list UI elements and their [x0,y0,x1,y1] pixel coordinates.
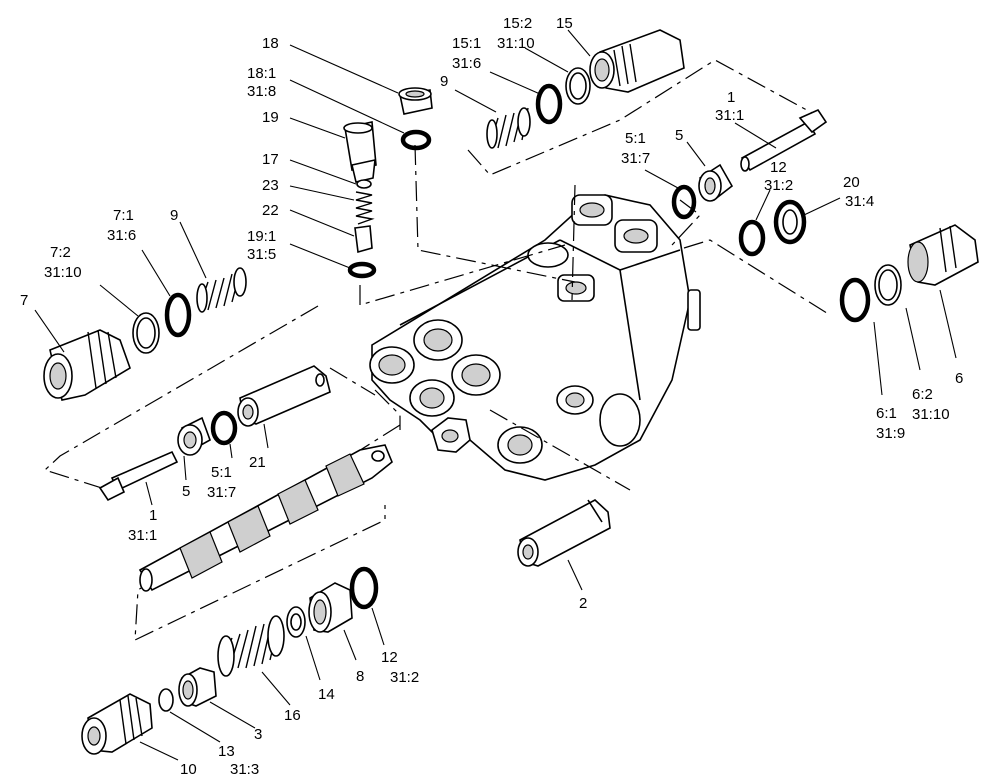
part-19-1-oring [347,261,377,279]
label-7-2: 7:2 [50,244,71,261]
part-5-bushing-lower [177,416,211,456]
part-15-plug [589,29,685,93]
label-19: 19 [262,109,279,126]
label-10: 10 [180,761,197,778]
label-31-6-lower: 31:6 [107,227,136,244]
label-13: 13 [218,743,235,760]
label-5-1-lower: 5:1 [211,464,232,481]
label-12-upper: 12 [770,159,787,176]
label-22: 22 [262,202,279,219]
label-31-1-lower: 31:1 [128,527,157,544]
part-10-cap [81,693,153,755]
label-31-10-lower: 31:10 [44,264,82,281]
label-15-2: 15:2 [503,15,532,32]
label-31-4: 31:4 [845,193,874,210]
label-14: 14 [318,686,335,703]
part-16-spring [217,615,285,677]
valve-body [369,194,701,481]
part-18-plug [398,87,433,115]
label-3: 3 [254,726,262,743]
part-9-spring-lower [196,267,247,313]
label-7-1: 7:1 [113,207,134,224]
label-31-9: 31:9 [876,425,905,442]
part-15-2-ring [565,67,591,105]
label-6-1: 6:1 [876,405,897,422]
label-12-lower: 12 [381,649,398,666]
part-14-washer [286,606,306,638]
label-1-upper: 1 [727,89,735,106]
label-16: 16 [284,707,301,724]
label-31-10-right: 31:10 [912,406,950,423]
part-21-sleeve [237,365,331,427]
label-18: 18 [262,35,279,52]
part-13-oring [158,688,174,712]
part-12-oring-lower [349,566,379,610]
part-12-oring-upper [738,219,766,257]
part-23-spring [355,191,375,225]
part-2-plunger [517,499,611,567]
part-6-2-ring [874,264,902,306]
label-23: 23 [262,177,279,194]
label-2: 2 [579,595,587,612]
label-31-7-lower: 31:7 [207,484,236,501]
label-6: 6 [955,370,963,387]
label-19-1: 19:1 [247,228,276,245]
label-5-upper: 5 [675,127,683,144]
label-5-1-upper: 5:1 [625,130,646,147]
part-5-bushing-upper [698,163,734,202]
label-1-lower: 1 [149,507,157,524]
label-31-8: 31:8 [247,83,276,100]
label-8: 8 [356,668,364,685]
part-17-ball [356,179,372,189]
part-3-cup [178,667,217,707]
label-15: 15 [556,15,573,32]
part-15-1-oring [535,83,563,125]
label-7: 7 [20,292,28,309]
label-5-lower: 5 [182,483,190,500]
label-15-1: 15:1 [452,35,481,52]
label-9-lower: 9 [170,207,178,224]
part-1-stem-upper [740,108,828,172]
label-31-2-lower: 31:2 [390,669,419,686]
part-6-plug [907,224,979,286]
part-19-plug [343,121,377,183]
label-17: 17 [262,151,279,168]
callout-labels: 18 18:1 31:8 19 17 23 22 19:1 31:5 9 15:… [20,15,963,778]
label-31-2-upper: 31:2 [764,177,793,194]
label-31-5: 31:5 [247,246,276,263]
part-7-plug [43,329,131,401]
part-8-retainer [308,582,353,633]
label-6-2: 6:2 [912,386,933,403]
label-20: 20 [843,174,860,191]
label-31-7-upper: 31:7 [621,150,650,167]
part-20-seal [773,199,807,245]
part-22-poppet [354,225,373,254]
top-boss-3 [527,242,569,268]
label-18-1: 18:1 [247,65,276,82]
part-6-1-oring [839,277,871,323]
label-31-6-upper: 31:6 [452,55,481,72]
label-9-upper: 9 [440,73,448,90]
label-21: 21 [249,454,266,471]
main-spool [138,444,393,592]
leader-lines [34,29,957,761]
part-7-2-ring [132,312,160,354]
part-18-1-oring [400,129,432,151]
label-31-10-upper: 31:10 [497,35,535,52]
part-9-spring-upper [486,107,531,149]
label-31-1-upper: 31:1 [715,107,744,124]
part-7-1-oring [164,292,192,338]
part-5-1-oring-lower [210,410,238,446]
part-1-stem-lower [98,450,179,502]
label-31-3: 31:3 [230,761,259,778]
part-5-1-oring-upper [671,184,697,220]
